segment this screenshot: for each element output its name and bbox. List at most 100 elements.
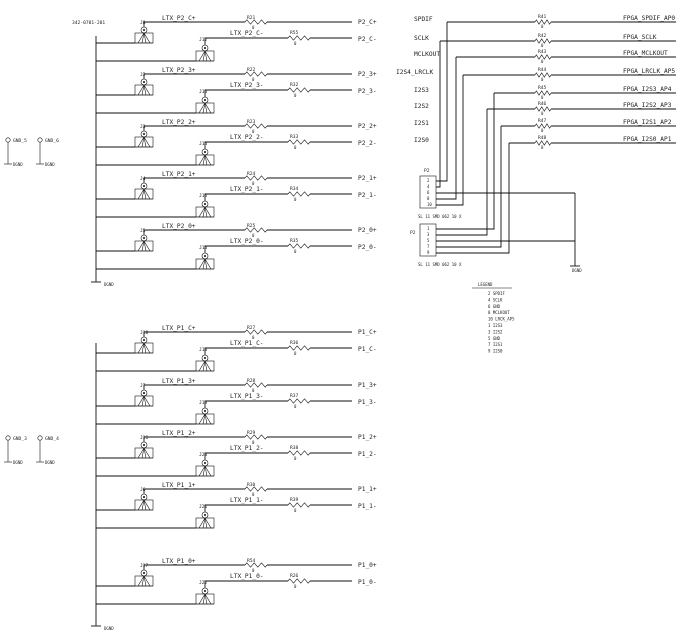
minus-connector-ref: J22 bbox=[199, 580, 208, 586]
minus-output-label: P1_C- bbox=[358, 346, 377, 353]
connector-leg bbox=[143, 240, 151, 252]
plus-output-label: P2_1+ bbox=[358, 175, 377, 182]
minus-net-label: LTX_P1_0- bbox=[230, 573, 264, 580]
connector-pin bbox=[204, 462, 206, 464]
connector-leg bbox=[204, 206, 208, 218]
connector-pin bbox=[143, 29, 145, 31]
minus-net-wire bbox=[204, 400, 288, 408]
connector-pin bbox=[204, 410, 206, 412]
minus-output-label: P1_0- bbox=[358, 579, 377, 586]
header-pin-number: 1 bbox=[427, 226, 430, 231]
resistor-symbol bbox=[244, 175, 268, 181]
connector-leg bbox=[143, 395, 147, 407]
resistor-symbol bbox=[244, 123, 268, 129]
fpga-net-label: FPGA_SCLK bbox=[623, 34, 657, 41]
resistor-symbol bbox=[287, 243, 311, 249]
connector-leg bbox=[141, 188, 145, 200]
minus-resistor-value: 0 bbox=[294, 456, 297, 461]
resistor-symbol bbox=[287, 398, 311, 404]
plus-resistor-value: 0 bbox=[252, 440, 255, 445]
signal-net-label: I2S1 bbox=[414, 120, 429, 127]
plus-net-label: LTX_P1_1+ bbox=[162, 482, 196, 489]
plus-net-wire bbox=[143, 125, 245, 131]
header-ref: P2 bbox=[424, 168, 430, 174]
connector-group: J7J19LTX_P1_3+R280P1_3+LTX_P1_3-R370P1_3… bbox=[96, 378, 377, 425]
minus-connector-ref: J13 bbox=[199, 89, 208, 95]
connector-leg bbox=[202, 50, 206, 62]
legend-item: 6 GND bbox=[488, 304, 501, 309]
connector-leg bbox=[143, 136, 147, 148]
minus-net-wire bbox=[204, 89, 288, 97]
gnd-net: DGND bbox=[45, 162, 55, 167]
plus-resistor-value: 0 bbox=[252, 388, 255, 393]
connector-pin bbox=[204, 357, 206, 359]
plus-net-wire bbox=[143, 436, 245, 442]
signal-net-label: I2S3 bbox=[414, 87, 429, 94]
signal-resistor-value: 0 bbox=[541, 59, 544, 64]
plus-output-label: P2_2+ bbox=[358, 123, 377, 130]
header-ref: P2 bbox=[410, 230, 416, 236]
connector-leg bbox=[204, 206, 212, 218]
plus-connector-ref: J2 bbox=[140, 72, 146, 78]
header-trunk bbox=[436, 41, 441, 188]
header-trunk bbox=[436, 109, 488, 236]
minus-output-label: P1_1- bbox=[358, 503, 377, 510]
plus-net-wire bbox=[143, 21, 245, 27]
plus-resistor-value: 0 bbox=[252, 492, 255, 497]
minus-connector-ref: J12 bbox=[199, 37, 208, 43]
signal-net-label: SCLK bbox=[414, 35, 429, 42]
signal-resistor-ref: R45 bbox=[538, 85, 547, 91]
connector-leg bbox=[198, 593, 206, 605]
connector-leg bbox=[202, 206, 206, 218]
resistor-symbol bbox=[287, 35, 311, 41]
minus-net-wire bbox=[204, 452, 288, 460]
legend-item: 9 I2S0 bbox=[488, 349, 503, 354]
plus-net-wire bbox=[143, 384, 245, 390]
gnd-symbol: GND_3 DGND bbox=[4, 435, 27, 465]
resistor-symbol bbox=[244, 434, 268, 440]
plus-net-wire bbox=[143, 229, 245, 235]
plus-resistor-ref: R25 bbox=[247, 223, 256, 229]
connector-leg bbox=[198, 258, 206, 270]
resistor-symbol bbox=[287, 139, 311, 145]
minus-resistor-ref: R39 bbox=[290, 497, 299, 503]
resistor-symbol bbox=[534, 140, 552, 146]
plus-output-label: P1_1+ bbox=[358, 486, 377, 493]
resistor-symbol bbox=[244, 19, 268, 25]
plus-net-wire bbox=[143, 488, 245, 494]
connector-pin bbox=[204, 151, 206, 153]
connector-pin bbox=[204, 203, 206, 205]
connector-leg bbox=[198, 50, 206, 62]
header-body bbox=[419, 175, 437, 209]
connector-leg bbox=[204, 154, 212, 166]
header-body bbox=[419, 223, 437, 257]
connector-pin bbox=[143, 339, 145, 341]
connector-leg bbox=[204, 360, 212, 372]
signal-net-label: MCLKOUT bbox=[414, 51, 440, 58]
plus-connector-ref: J3 bbox=[140, 124, 146, 130]
plus-output-label: P2_0+ bbox=[358, 227, 377, 234]
signal-resistor-ref: R43 bbox=[538, 49, 547, 55]
plus-resistor-ref: R23 bbox=[247, 119, 256, 125]
minus-resistor-value: 0 bbox=[294, 351, 297, 356]
signal-net-label: I2S0 bbox=[414, 137, 429, 144]
header-trunk bbox=[436, 75, 464, 206]
minus-resistor-value: 0 bbox=[294, 249, 297, 254]
connector-group: J3J14LTX_P2_2+R230P2_2+LTX_P2_2-R330P2_2… bbox=[96, 119, 377, 166]
connector-group: J6J21LTX_P1_1+R300P1_1+LTX_P1_1-R390P1_1… bbox=[96, 482, 377, 529]
gnd-net: DGND bbox=[45, 460, 55, 465]
plus-net-label: LTX_P2_0+ bbox=[162, 223, 196, 230]
connector-leg bbox=[202, 517, 206, 529]
plus-resistor-ref: R24 bbox=[247, 171, 256, 177]
minus-net-wire bbox=[204, 504, 288, 512]
plus-resistor-value: 0 bbox=[252, 25, 255, 30]
minus-net-label: LTX_P1_1- bbox=[230, 497, 264, 504]
connector-leg bbox=[143, 84, 151, 96]
connector-leg bbox=[137, 342, 145, 354]
